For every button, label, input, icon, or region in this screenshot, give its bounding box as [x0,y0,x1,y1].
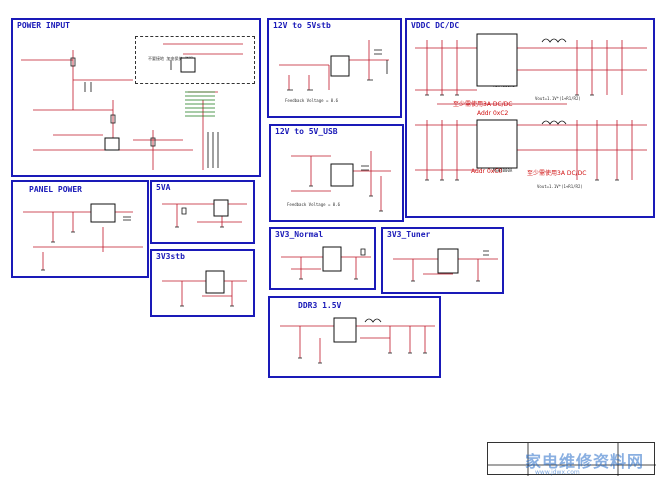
panel-power-wiring [23,203,143,271]
address-top: Addr 0xC2 [477,110,509,117]
block-title: PANEL POWER [29,185,82,194]
title-block [487,442,656,476]
vout-formula-bottom: Vout=1.1V*(1+R1/R2) [537,184,583,189]
block-3v3stb: 3V3stb [150,249,255,317]
ddr3-wiring [280,317,435,364]
block-title: VDDC DC/DC [411,21,460,30]
feedback-note: Feedback Voltage = 0.6 [287,202,340,207]
ic-label-bottom: MSH4000A [493,168,513,173]
block-title: 3V3_Tuner [387,230,431,239]
block-12v-to-5v-usb: 12V to 5V_USB Feedback Voltage = 0.6 [269,124,404,222]
address-bottom: Addr 0xC0 [471,168,503,175]
vout-formula-top: Vout=1.1V*(1+R1/R2) [535,96,581,101]
block-12v-to-5vstb: 12V to 5Vstb Feedback Voltage = 0.6 [267,18,402,118]
block-title: 5VA [156,183,171,192]
warning-top: 至少需使用3A DC/DC [453,101,513,108]
block-title: 12V to 5Vstb [273,21,331,30]
5va-wiring [162,199,247,228]
block-title: 12V to 5V_USB [275,127,338,136]
block-title: 3V3_Normal [275,230,324,239]
title-block-grid [488,443,656,476]
block-5va: 5VA [150,180,255,244]
block-title: POWER INPUT [17,21,70,30]
block-title: DDR3 1.5V [298,301,342,310]
5vstb-wiring [279,40,389,91]
feedback-note: Feedback Voltage = 0.6 [285,98,338,103]
block-ddr3-1v5: DDR3 1.5V [268,296,441,378]
5v-usb-wiring [291,151,391,212]
block-vddc-dcdc: VDDC DC/DC MSH4000A1 MSH4000A 至少需使用3A DC… [405,18,655,218]
vddc-wiring [415,33,647,181]
watermark-url: www.jdwx.com [535,469,580,476]
3v3-tuner-wiring [393,248,498,282]
dashed-subcircuit [135,36,255,84]
warning-bottom: 至少需使用3A DC/DC [527,170,587,177]
power-input-wiring [21,43,243,170]
subcircuit-note: 不要接地 加电保护 说明 [148,56,193,61]
block-3v3-tuner: 3V3_Tuner [381,227,504,294]
watermark-text: 家电维修资料网 [525,452,645,471]
block-panel-power: PANEL POWER [11,180,149,278]
3v3stb-wiring [162,270,247,307]
block-power-input: POWER INPUT 不要接地 加电保护 说明 [11,18,261,177]
block-3v3-normal: 3V3_Normal [269,227,376,290]
block-title: 3V3stb [156,252,185,261]
3v3-normal-wiring [281,246,371,280]
